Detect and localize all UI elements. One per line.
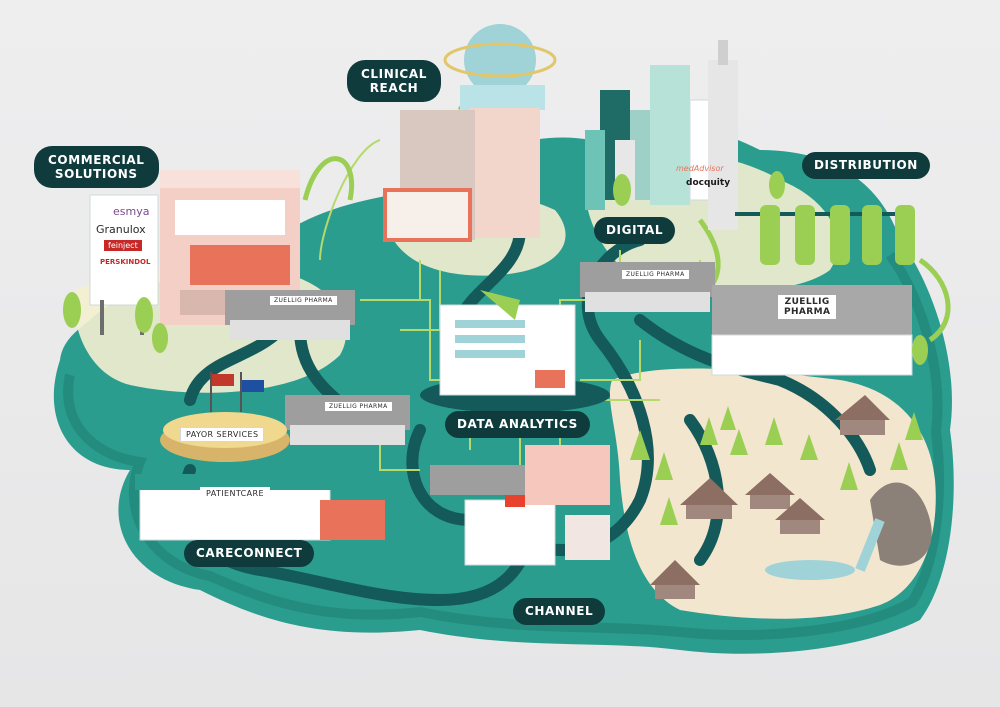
esmya-logo: esmya (113, 205, 150, 218)
warehouse-sign: ZUELLIG PHARMA (622, 270, 689, 279)
docquity-logo: docquity (686, 178, 731, 188)
globe-tower (383, 24, 557, 242)
medadvisor-logo: medAdvisor (676, 164, 724, 173)
careconnect-label[interactable]: CARECONNECT (184, 540, 315, 567)
distribution-vials (735, 205, 915, 265)
patientcare-sign: PATIENTCARE (200, 487, 270, 500)
trees (63, 171, 928, 525)
feinject-logo: feinject (104, 240, 142, 251)
granulox-logo: Granulox (96, 223, 146, 236)
channel-label[interactable]: CHANNEL (513, 598, 606, 625)
data-analytics-screen (420, 290, 610, 413)
warehouses (225, 262, 913, 445)
perskindol-logo: PERSKINDOL (100, 258, 151, 266)
digital-label[interactable]: DIGITAL (594, 217, 676, 244)
hospital (430, 445, 610, 566)
village (650, 395, 932, 599)
warehouse-sign: ZUELLIG PHARMA (270, 296, 337, 305)
warehouse-sign: ZUELLIG PHARMA (325, 402, 392, 411)
city-skyline (585, 40, 738, 230)
data-analytics-label[interactable]: DATA ANALYTICS (445, 411, 590, 438)
payor-services-sign: PAYOR SERVICES (180, 427, 265, 442)
distribution-label[interactable]: DISTRIBUTION (802, 152, 930, 179)
